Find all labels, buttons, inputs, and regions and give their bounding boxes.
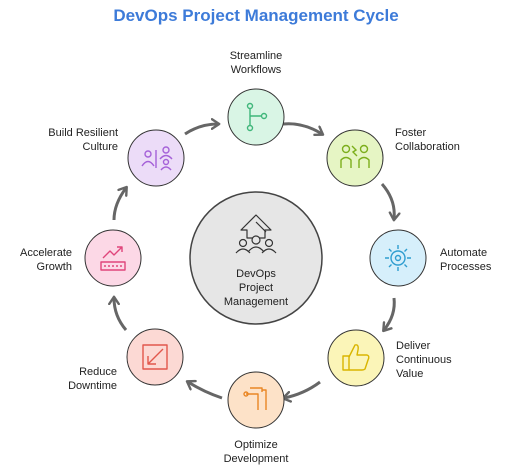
team-growth-icon (235, 214, 277, 254)
arrow-7 (112, 185, 128, 221)
collaboration-icon (340, 144, 370, 168)
stage-7-label: Accelerate Growth (20, 247, 72, 273)
center-label: DevOps Project Management (196, 267, 316, 309)
stage-2-label: Foster Collaboration (395, 127, 460, 153)
stage-6-circle (126, 328, 184, 386)
arrow-4 (281, 380, 321, 403)
stage-7-circle (84, 229, 142, 287)
stage-8-label: Build Resilient Culture (48, 127, 118, 153)
thumbs-up-icon (342, 344, 370, 371)
center-line-1: DevOps (236, 268, 276, 280)
arrow-down-left-icon (142, 344, 168, 370)
center-circle (189, 191, 323, 325)
arrow-2 (380, 183, 401, 222)
arrow-1 (282, 122, 325, 137)
stage-4-label: Deliver Continuous Value (396, 340, 452, 380)
branch-icon (246, 102, 268, 132)
stage-8-circle (127, 129, 185, 187)
stage-3-label: Automate Processes (440, 247, 492, 273)
growth-icon (100, 246, 126, 271)
arrow-5 (185, 379, 223, 400)
arrow-6 (108, 295, 128, 331)
stage-2-circle (326, 129, 384, 187)
stage-6-label: Reduce Downtime (68, 366, 117, 392)
arrow-8 (184, 118, 221, 136)
stage-4-circle (327, 329, 385, 387)
stage-1-label: Streamline Workflows (229, 50, 283, 76)
diagram-title: DevOps Project Management Cycle (113, 6, 399, 25)
development-icon (243, 387, 267, 410)
arrow-3 (382, 297, 396, 333)
gear-icon (385, 245, 411, 271)
stage-1-circle (227, 88, 285, 146)
center-line-3: Management (223, 296, 289, 308)
team-culture-icon (141, 146, 173, 171)
stage-5-label: Optimize Development (223, 439, 289, 465)
stage-3-circle (369, 229, 427, 287)
center-line-2: Project (238, 282, 274, 294)
stage-5-circle (227, 371, 285, 429)
